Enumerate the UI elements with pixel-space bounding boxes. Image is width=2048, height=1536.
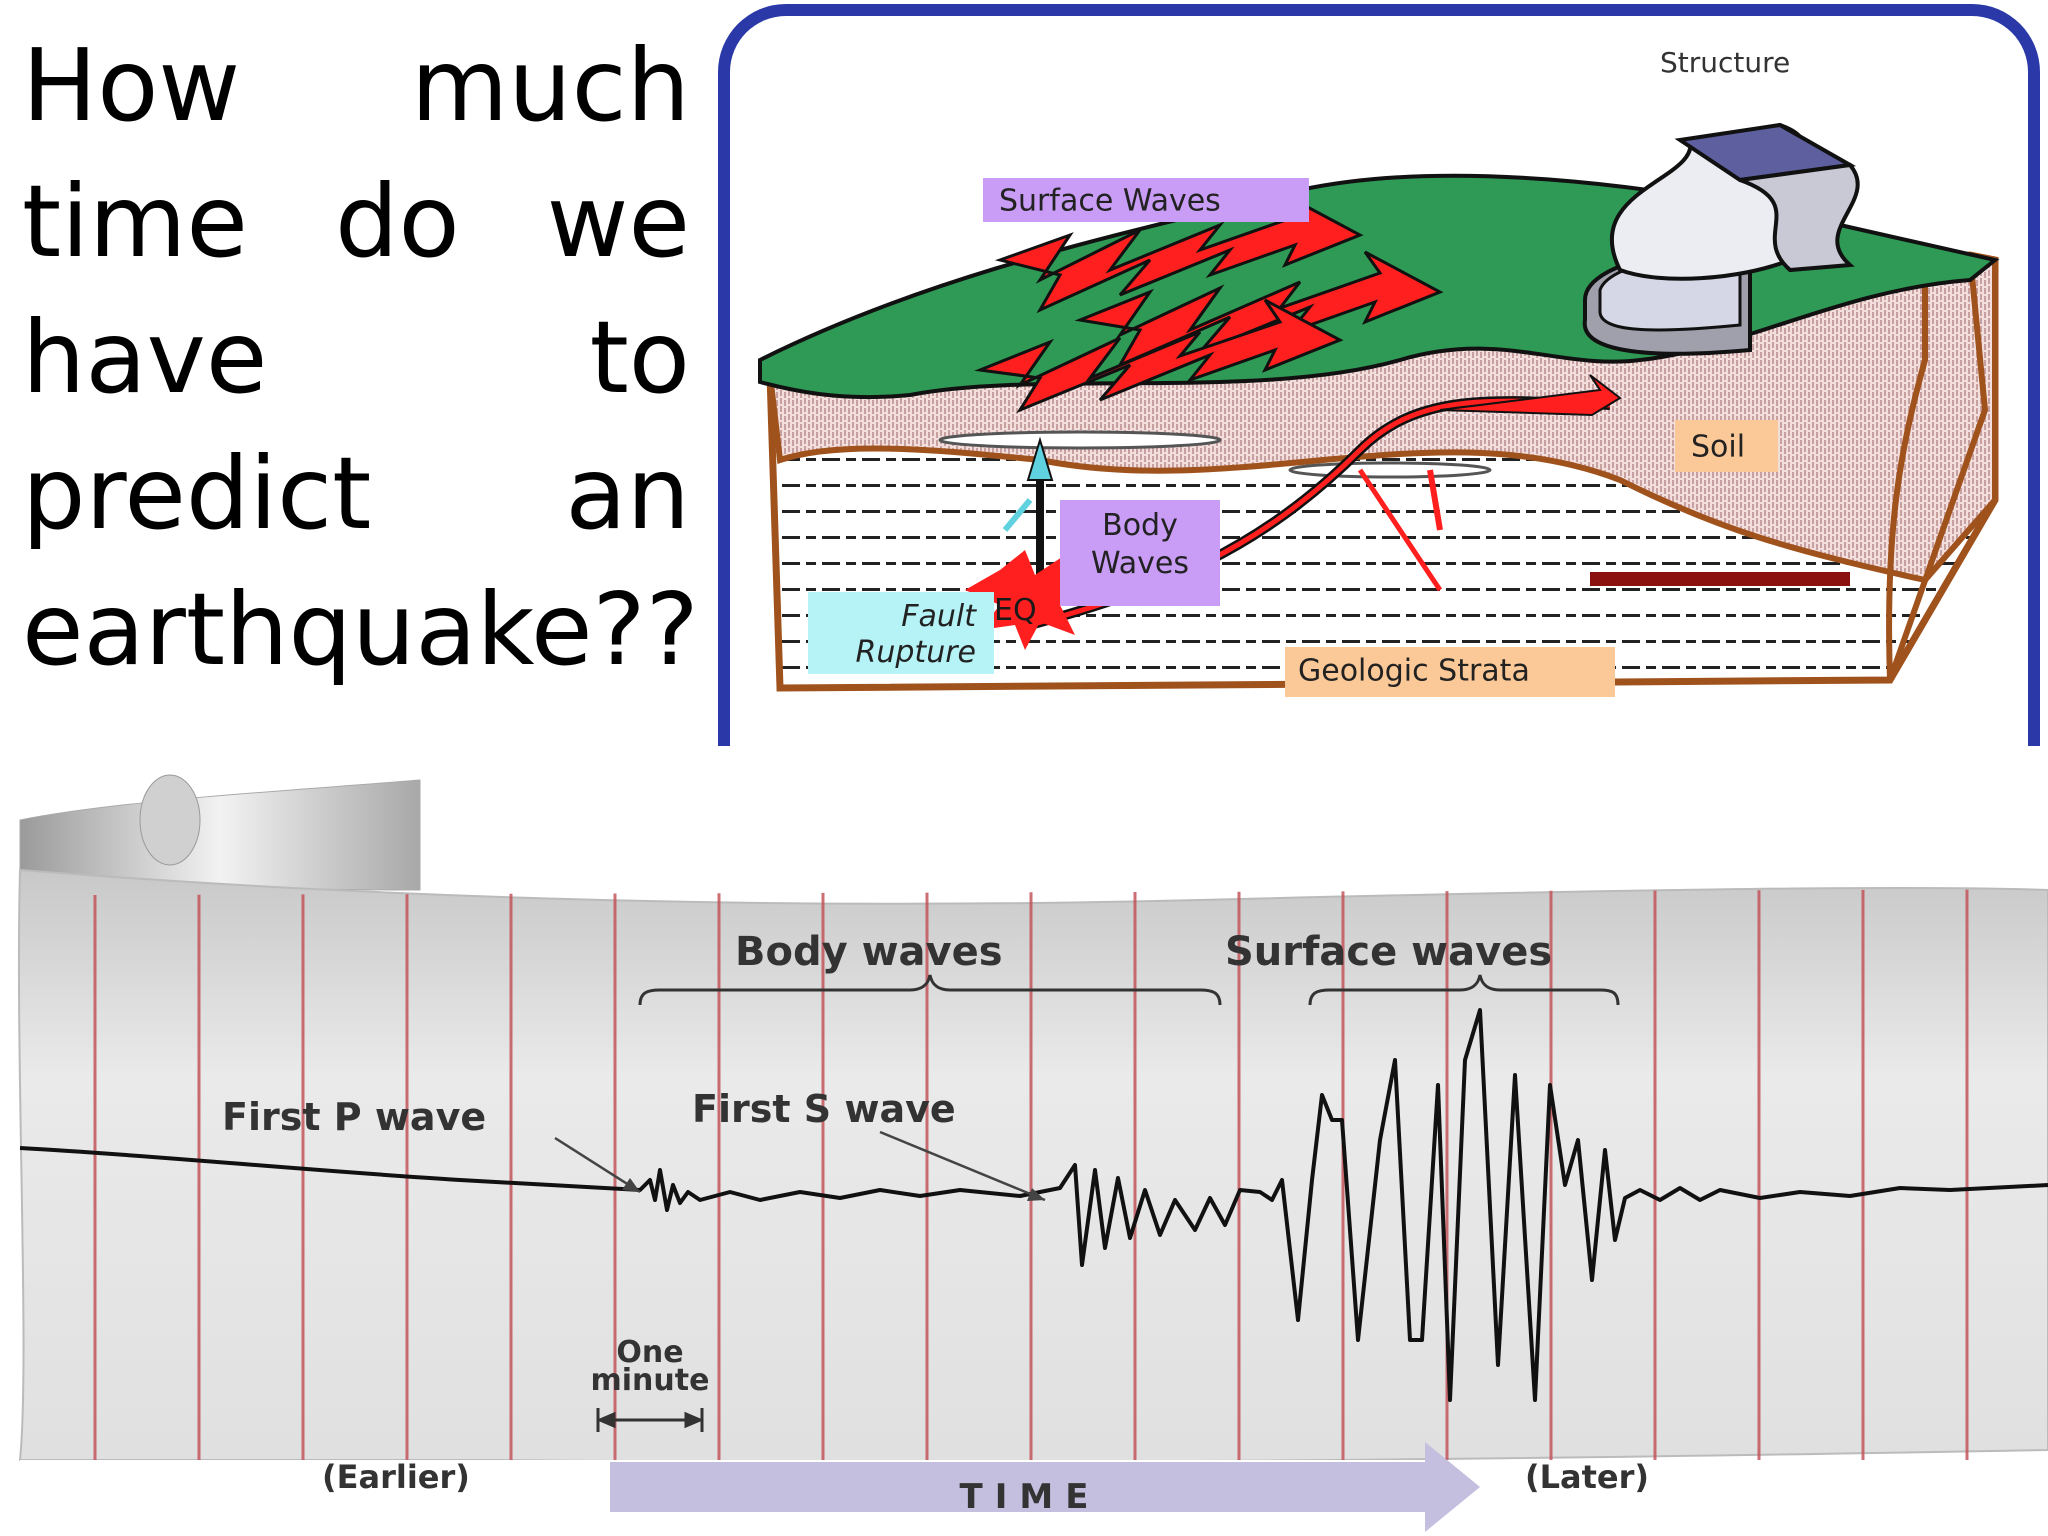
first-s-wave-pointer — [879, 1130, 1046, 1202]
body-waves-title: Body waves — [735, 929, 1003, 975]
time-grid-lines — [93, 889, 1969, 1460]
later-label: (Later) — [1525, 1458, 1649, 1496]
geologic-strata-label: Geologic Strata — [1298, 654, 1530, 689]
time-arrow — [610, 1442, 1480, 1532]
earlier-label: (Earlier) — [322, 1458, 470, 1496]
diagram-frame — [718, 4, 2040, 746]
soil-label: Soil — [1691, 430, 1745, 465]
seismic-wave-diagram: EQ Structure Surface Waves Soil Body Wav… — [758, 46, 2000, 697]
question-text: How much time do we have to predict an e… — [22, 27, 699, 688]
eq-label: EQ — [994, 593, 1037, 628]
first-s-wave-label: First S wave — [692, 1087, 956, 1131]
first-p-wave-pointer — [554, 1136, 641, 1194]
surface-wave-arrows — [974, 193, 1444, 414]
seismic-trace — [19, 1008, 2048, 1402]
earthquake-burst — [965, 550, 1095, 650]
fault-rupture-label-line1: Fault — [901, 599, 977, 634]
body-waves-label-line2: Waves — [1091, 546, 1189, 581]
one-minute-label-line2: minute — [591, 1363, 710, 1398]
body-waves-brace — [638, 974, 1222, 1006]
first-p-wave-label: First P wave — [222, 1095, 486, 1139]
fault-rupture-label-line2: Rupture — [856, 635, 976, 670]
seismogram: Body waves Surface waves First P wave Fi… — [17, 774, 2048, 1536]
structure-label: Structure — [1660, 46, 1790, 79]
surface-waves-title: Surface waves — [1225, 929, 1552, 975]
body-waves-label-line1: Body — [1102, 508, 1178, 543]
seismogram-paper — [17, 868, 2048, 1463]
paper-roll — [19, 774, 421, 891]
surface-waves-brace — [1308, 974, 1620, 1006]
one-minute-label-line1: One — [616, 1335, 683, 1370]
one-minute-scale-bar — [596, 1408, 704, 1432]
structure-building — [1582, 122, 1860, 356]
time-label: TIME — [960, 1477, 1101, 1517]
surface-waves-label: Surface Waves — [999, 184, 1221, 219]
